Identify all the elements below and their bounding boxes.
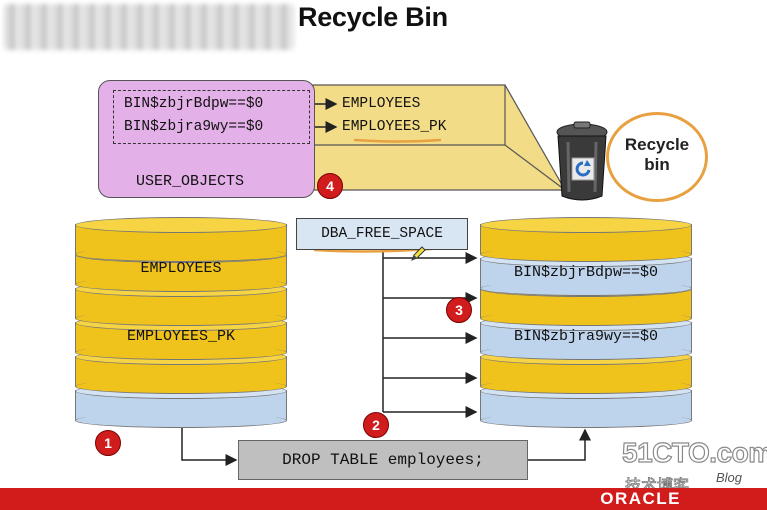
step-badge-2: 2 [363, 412, 389, 438]
left-disk-segment-employees: EMPLOYEES [140, 260, 222, 277]
left-disk-segment-employees-pk: EMPLOYEES_PK [126, 328, 236, 345]
blurred-header-region [4, 4, 294, 50]
step-badge-1: 1 [95, 430, 121, 456]
recycle-bin-trash-icon [556, 121, 608, 201]
oracle-logo: ORACLE [600, 489, 681, 508]
recycle-bin-label-line-2: bin [644, 155, 670, 174]
dotted-selection [113, 90, 310, 144]
recycle-bin-label-line-1: Recycle [624, 135, 690, 154]
original-name-2: EMPLOYEES_PK [342, 119, 447, 135]
recycle-bin-label: Recycle bin [606, 112, 708, 202]
drop-table-command: DROP TABLE employees; [238, 440, 528, 480]
right-disk-bin-segment-2: BIN$zbjra9wy==$0 [513, 328, 659, 345]
watermark-blog: Blog [716, 470, 743, 485]
watermark-site: 51CTO.com [621, 436, 767, 468]
step-badge-4: 4 [317, 173, 343, 199]
arrow-command-to-right-disk [527, 428, 591, 461]
bin-name-2: BIN$zbjra9wy==$0 [124, 119, 264, 135]
page-title: Recycle Bin [298, 2, 448, 32]
original-name-1: EMPLOYEES [342, 96, 421, 112]
step-badge-3: 3 [446, 297, 472, 323]
bin-name-1: BIN$zbjrBdpw==$0 [124, 96, 264, 112]
pencil-icon [411, 246, 426, 261]
footer-bar [0, 488, 767, 510]
user-objects-box [98, 80, 315, 198]
right-disk-bin-segment-1: BIN$zbjrBdpw==$0 [513, 264, 659, 281]
user-objects-label: USER_OBJECTS [136, 173, 245, 190]
dba-free-space-box: DBA_FREE_SPACE [296, 218, 468, 250]
arrow-to-command [181, 428, 238, 466]
tablespace-disk-left: EMPLOYEES_PK EMPLOYEES [75, 217, 287, 428]
tablespace-disk-right: BIN$zbjra9wy==$0 BIN$zbjrBdpw==$0 [480, 217, 692, 428]
